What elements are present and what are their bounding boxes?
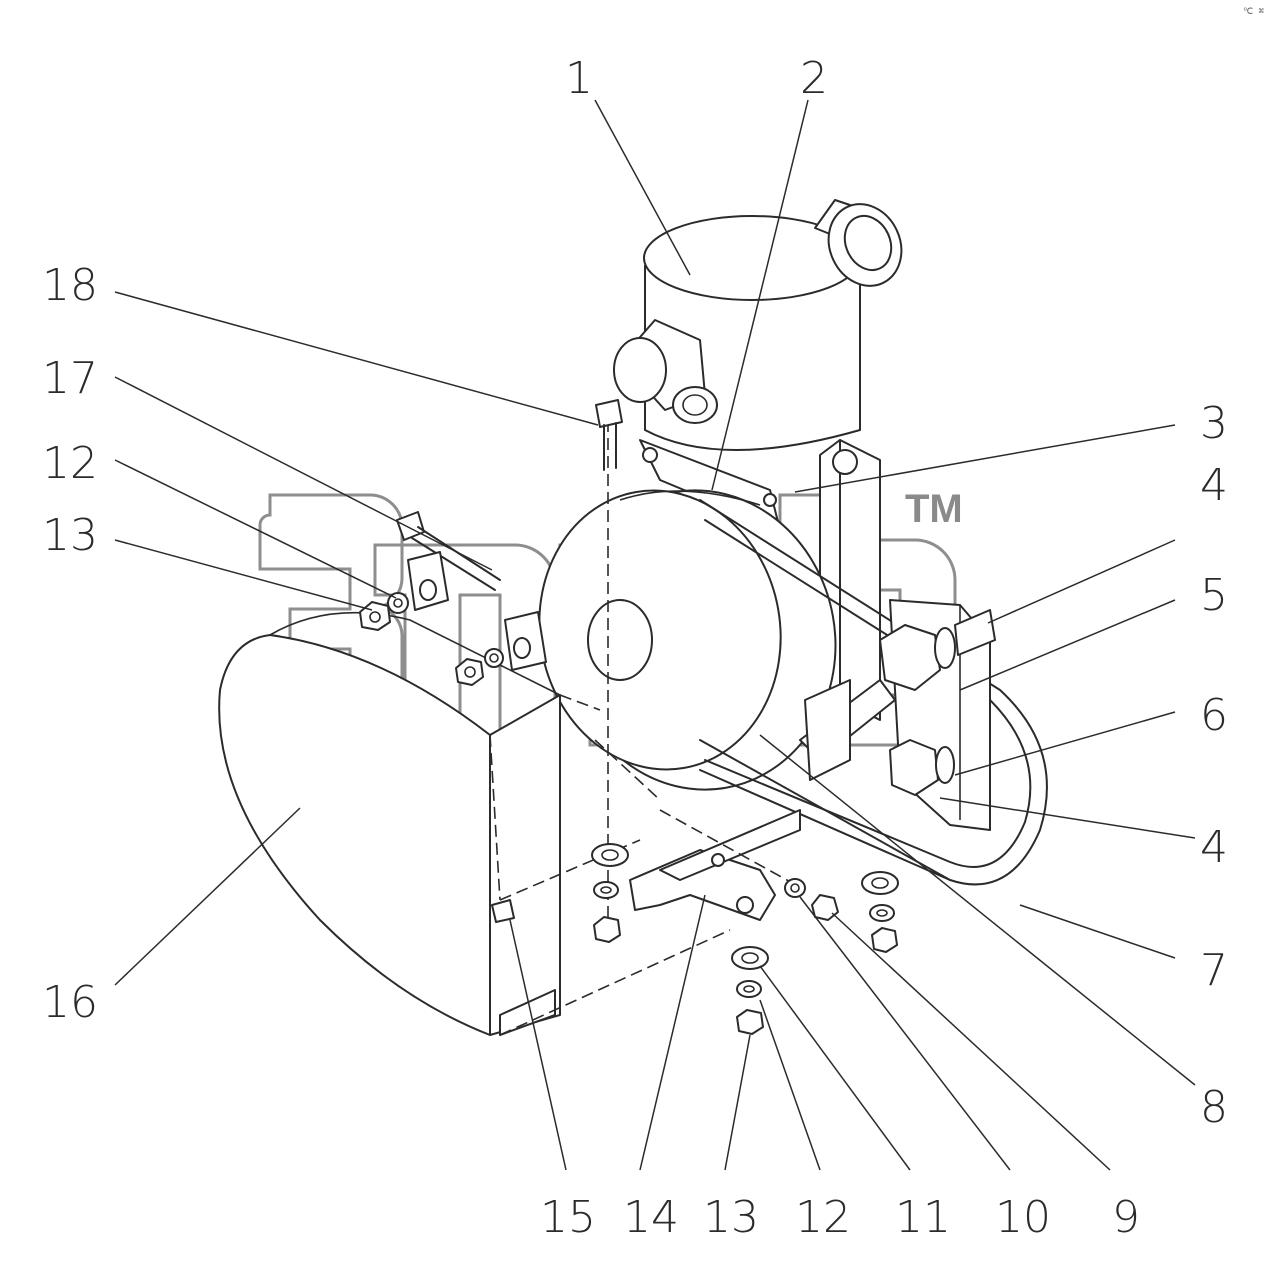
callout-8: 8 [1200,1082,1228,1133]
callout-5: 5 [1200,570,1228,621]
pulley-drum [538,489,837,791]
callout-7: 7 [1200,945,1228,996]
callout-2: 2 [800,53,828,104]
callout-13-bottom: 13 [703,1192,759,1243]
lower-bracket [629,809,801,921]
watermark-tm: TM [905,487,963,531]
callout-16: 16 [42,977,98,1028]
callout-labels: 1 2 3 4 5 6 4 7 8 18 17 12 13 16 15 14 1… [42,53,1228,1243]
belt-guard [218,611,561,1036]
corner-mark: ℃ ⌘ [1243,7,1264,17]
callout-14: 14 [623,1192,679,1243]
cylinder-body [613,199,903,451]
callout-13-left: 13 [42,510,98,561]
leader-lines [114,99,1196,1171]
tensioner-bolts [879,609,996,796]
callout-15: 15 [540,1192,596,1243]
callout-4-lower: 4 [1200,822,1228,873]
callout-3: 3 [1200,398,1228,449]
callout-10: 10 [995,1192,1051,1243]
callout-6: 6 [1200,690,1228,741]
bolt-17 [396,511,547,671]
callout-11: 11 [895,1192,951,1243]
callout-12-bottom: 12 [795,1192,851,1243]
bolt-18 [595,399,623,471]
callout-18: 18 [42,260,98,311]
callout-1: 1 [565,53,593,104]
belt-loop [699,499,1048,886]
callout-12-left: 12 [42,438,98,489]
callout-9: 9 [1112,1192,1140,1243]
lower-fasteners [491,843,899,1035]
callout-4-upper: 4 [1200,460,1228,511]
callout-17: 17 [42,353,98,404]
